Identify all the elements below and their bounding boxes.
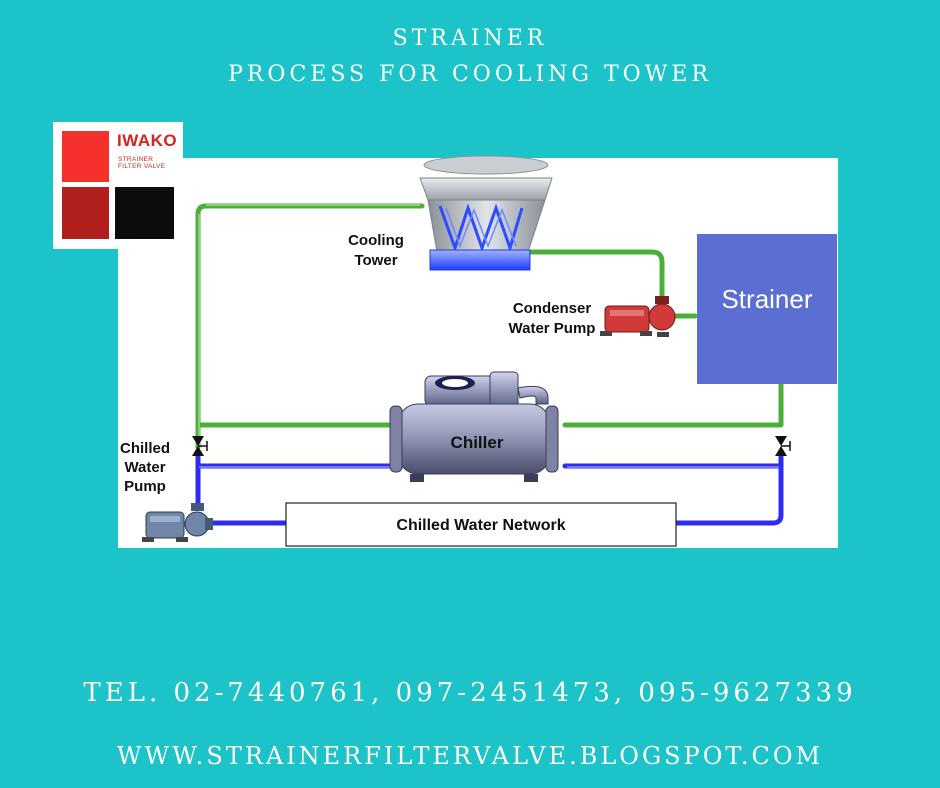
chiller-icon (389, 371, 559, 482)
cooling-tower-label: Cooling (348, 232, 404, 249)
cooling-tower-label: Tower (354, 252, 397, 269)
logo-brand-text: IWAKO (117, 131, 178, 150)
chilled-water-network-label: Chilled Water Network (396, 517, 565, 534)
condenser-pump-label: Water Pump (509, 320, 596, 337)
chilled-pump-label: Pump (124, 478, 166, 495)
contact-phone: TEL. 02-7440761, 097-2451473, 095-962733… (83, 678, 857, 708)
logo-block-black (115, 187, 174, 239)
chilled-pump-label: Chilled (120, 440, 170, 457)
logo-block-red (62, 131, 109, 182)
logo-block-darkred (62, 187, 109, 239)
chiller-label: Chiller (451, 433, 504, 452)
website-link[interactable]: WWW.STRAINERFILTERVALVE.BLOGSPOT.COM (116, 742, 824, 770)
strainer-box (697, 234, 837, 384)
chilled-water-pipes (195, 454, 784, 526)
condenser-water-pipes (195, 203, 784, 450)
page-title-line2: PROCESS FOR COOLING TOWER (228, 62, 712, 87)
iwako-logo: IWAKO STRAINER FILTER VALVE (53, 122, 183, 249)
page-title-line1: STRAINER (392, 26, 548, 51)
strainer-label: Strainer (721, 284, 812, 314)
valve-icon (775, 436, 791, 456)
chilled-pump-label: Water (124, 459, 165, 476)
condenser-pump-label: Condenser (513, 300, 592, 317)
chilled-water-network-box (285, 502, 677, 547)
condenser-pump-icon (600, 296, 676, 337)
logo-block-white (115, 131, 174, 182)
chilled-pump-icon (142, 503, 213, 542)
valve-icon (192, 436, 208, 456)
cooling-tower-icon (419, 155, 553, 271)
logo-tagline: STRAINER FILTER VALVE (118, 156, 166, 170)
